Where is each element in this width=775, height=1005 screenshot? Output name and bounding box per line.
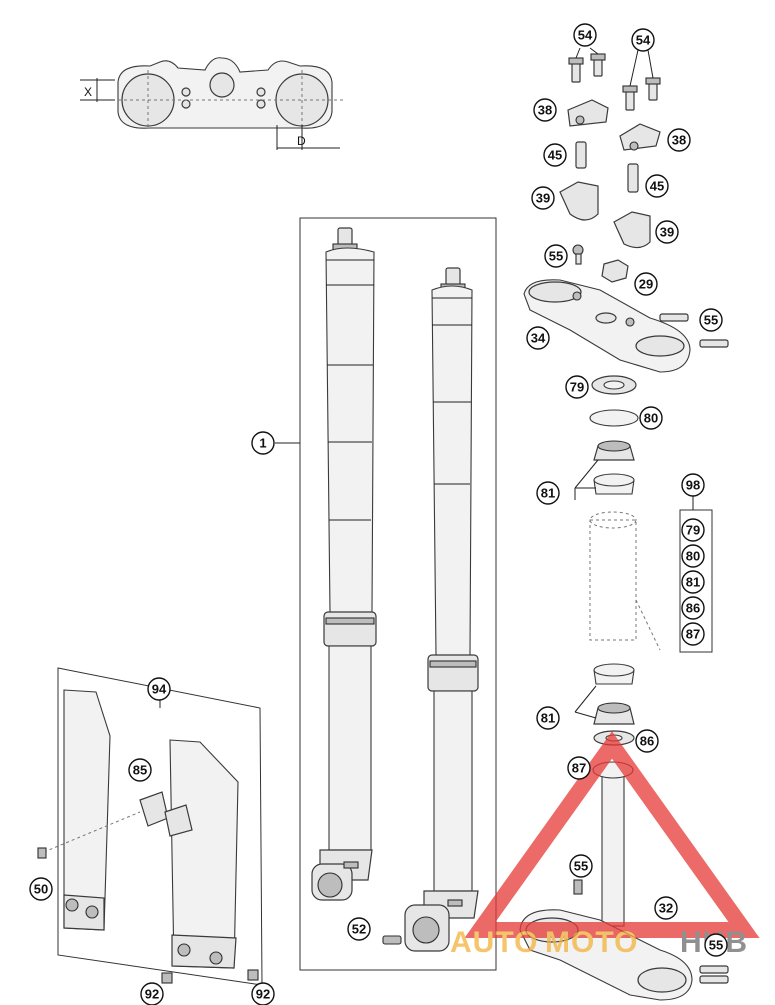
- svg-text:55: 55: [709, 938, 723, 953]
- bearing-kit-box: [679, 496, 713, 653]
- svg-text:55: 55: [574, 859, 588, 874]
- callout-38-right: 38: [667, 128, 691, 152]
- lower-triple-clamp-stem: [519, 761, 729, 1001]
- callout-32: 32: [654, 896, 678, 920]
- svg-text:98: 98: [686, 478, 700, 493]
- triple-clamp-dimension-sketch: X D: [80, 57, 345, 150]
- kit-item-81: 81: [681, 570, 705, 594]
- svg-text:38: 38: [672, 133, 686, 148]
- guard-bracket-85: [43, 791, 193, 853]
- callout-39-right: 39: [655, 220, 679, 244]
- callout-38-left: 38: [533, 98, 557, 122]
- callout-81-top: 81: [536, 481, 560, 505]
- watermark-moto: MOTO: [545, 926, 638, 959]
- steering-bearings: [574, 375, 639, 500]
- kit-item-86: 86: [681, 596, 705, 620]
- handlebar-clamp-parts: [559, 47, 661, 283]
- svg-text:81: 81: [541, 711, 555, 726]
- svg-text:34: 34: [531, 331, 546, 346]
- svg-text:87: 87: [686, 627, 700, 642]
- left-fork-leg: [311, 227, 377, 901]
- dimension-x-label: X: [84, 85, 92, 99]
- svg-text:54: 54: [636, 33, 651, 48]
- callout-92-right: 92: [251, 982, 275, 1005]
- callout-94: 94: [147, 677, 171, 701]
- svg-text:54: 54: [578, 28, 593, 43]
- steering-stem-outline: [589, 511, 661, 651]
- svg-text:55: 55: [704, 313, 718, 328]
- svg-text:86: 86: [686, 601, 700, 616]
- callouts: 1 54 54 38 38 45 45 39 39 55 29 55 34 79…: [29, 23, 728, 1005]
- callout-54-left: 54: [573, 23, 597, 47]
- dimension-d-label: D: [297, 134, 306, 148]
- right-fork-guard: [169, 739, 239, 969]
- callout-54-right: 54: [631, 28, 655, 52]
- kit-item-87: 87: [681, 622, 705, 646]
- callout-55-right: 55: [699, 308, 723, 332]
- lower-bearings: [574, 663, 635, 746]
- svg-text:39: 39: [660, 225, 674, 240]
- callout-92-left: 92: [140, 982, 164, 1005]
- callout-55-bottom: 55: [704, 933, 728, 957]
- svg-text:80: 80: [686, 549, 700, 564]
- svg-text:92: 92: [145, 987, 159, 1002]
- callout-45-left: 45: [543, 143, 567, 167]
- callout-34: 34: [526, 326, 550, 350]
- svg-text:29: 29: [639, 277, 653, 292]
- callout-86: 86: [635, 729, 659, 753]
- callout-81-bottom: 81: [536, 706, 560, 730]
- right-fork-leg: [404, 267, 479, 952]
- svg-text:86: 86: [640, 734, 654, 749]
- svg-text:52: 52: [352, 922, 366, 937]
- svg-text:80: 80: [644, 411, 658, 426]
- kit-item-80: 80: [681, 544, 705, 568]
- callout-79: 79: [565, 375, 589, 399]
- callout-98: 98: [681, 473, 705, 497]
- svg-text:92: 92: [256, 987, 270, 1002]
- svg-text:79: 79: [570, 380, 584, 395]
- svg-text:81: 81: [541, 486, 555, 501]
- bolt-52-shape: [382, 935, 402, 945]
- left-fork-guard: [63, 689, 111, 931]
- svg-text:85: 85: [133, 763, 147, 778]
- svg-text:87: 87: [572, 761, 586, 776]
- callout-55-top: 55: [544, 244, 568, 268]
- callout-1: 1: [251, 431, 275, 455]
- bolt-50-shape: [37, 847, 47, 859]
- svg-text:39: 39: [536, 191, 550, 206]
- watermark-auto: AUTO: [450, 926, 538, 959]
- svg-text:45: 45: [548, 148, 562, 163]
- svg-text:79: 79: [686, 523, 700, 538]
- svg-text:32: 32: [659, 901, 673, 916]
- callout-85: 85: [128, 758, 152, 782]
- svg-text:45: 45: [650, 179, 664, 194]
- svg-text:81: 81: [686, 575, 700, 590]
- upper-triple-clamp: [523, 279, 729, 373]
- watermark: AUTO MOTO HUB: [450, 731, 760, 959]
- svg-text:50: 50: [34, 882, 48, 897]
- callout-39-left: 39: [531, 186, 555, 210]
- svg-text:1: 1: [259, 436, 266, 451]
- callout-50: 50: [29, 877, 53, 901]
- callout-52: 52: [347, 917, 371, 941]
- bolt-92-left-shape: [161, 972, 173, 984]
- callout-55-middle: 55: [569, 854, 593, 878]
- svg-text:55: 55: [549, 249, 563, 264]
- callout-80: 80: [639, 406, 663, 430]
- bolt-92-right-shape: [247, 969, 259, 981]
- svg-text:38: 38: [538, 103, 552, 118]
- callout-87: 87: [567, 756, 591, 780]
- svg-text:94: 94: [152, 682, 167, 697]
- kit-item-79: 79: [681, 518, 705, 542]
- fork-leg-assembly-box: [299, 217, 497, 971]
- callout-45-right: 45: [645, 174, 669, 198]
- callout-29: 29: [634, 272, 658, 296]
